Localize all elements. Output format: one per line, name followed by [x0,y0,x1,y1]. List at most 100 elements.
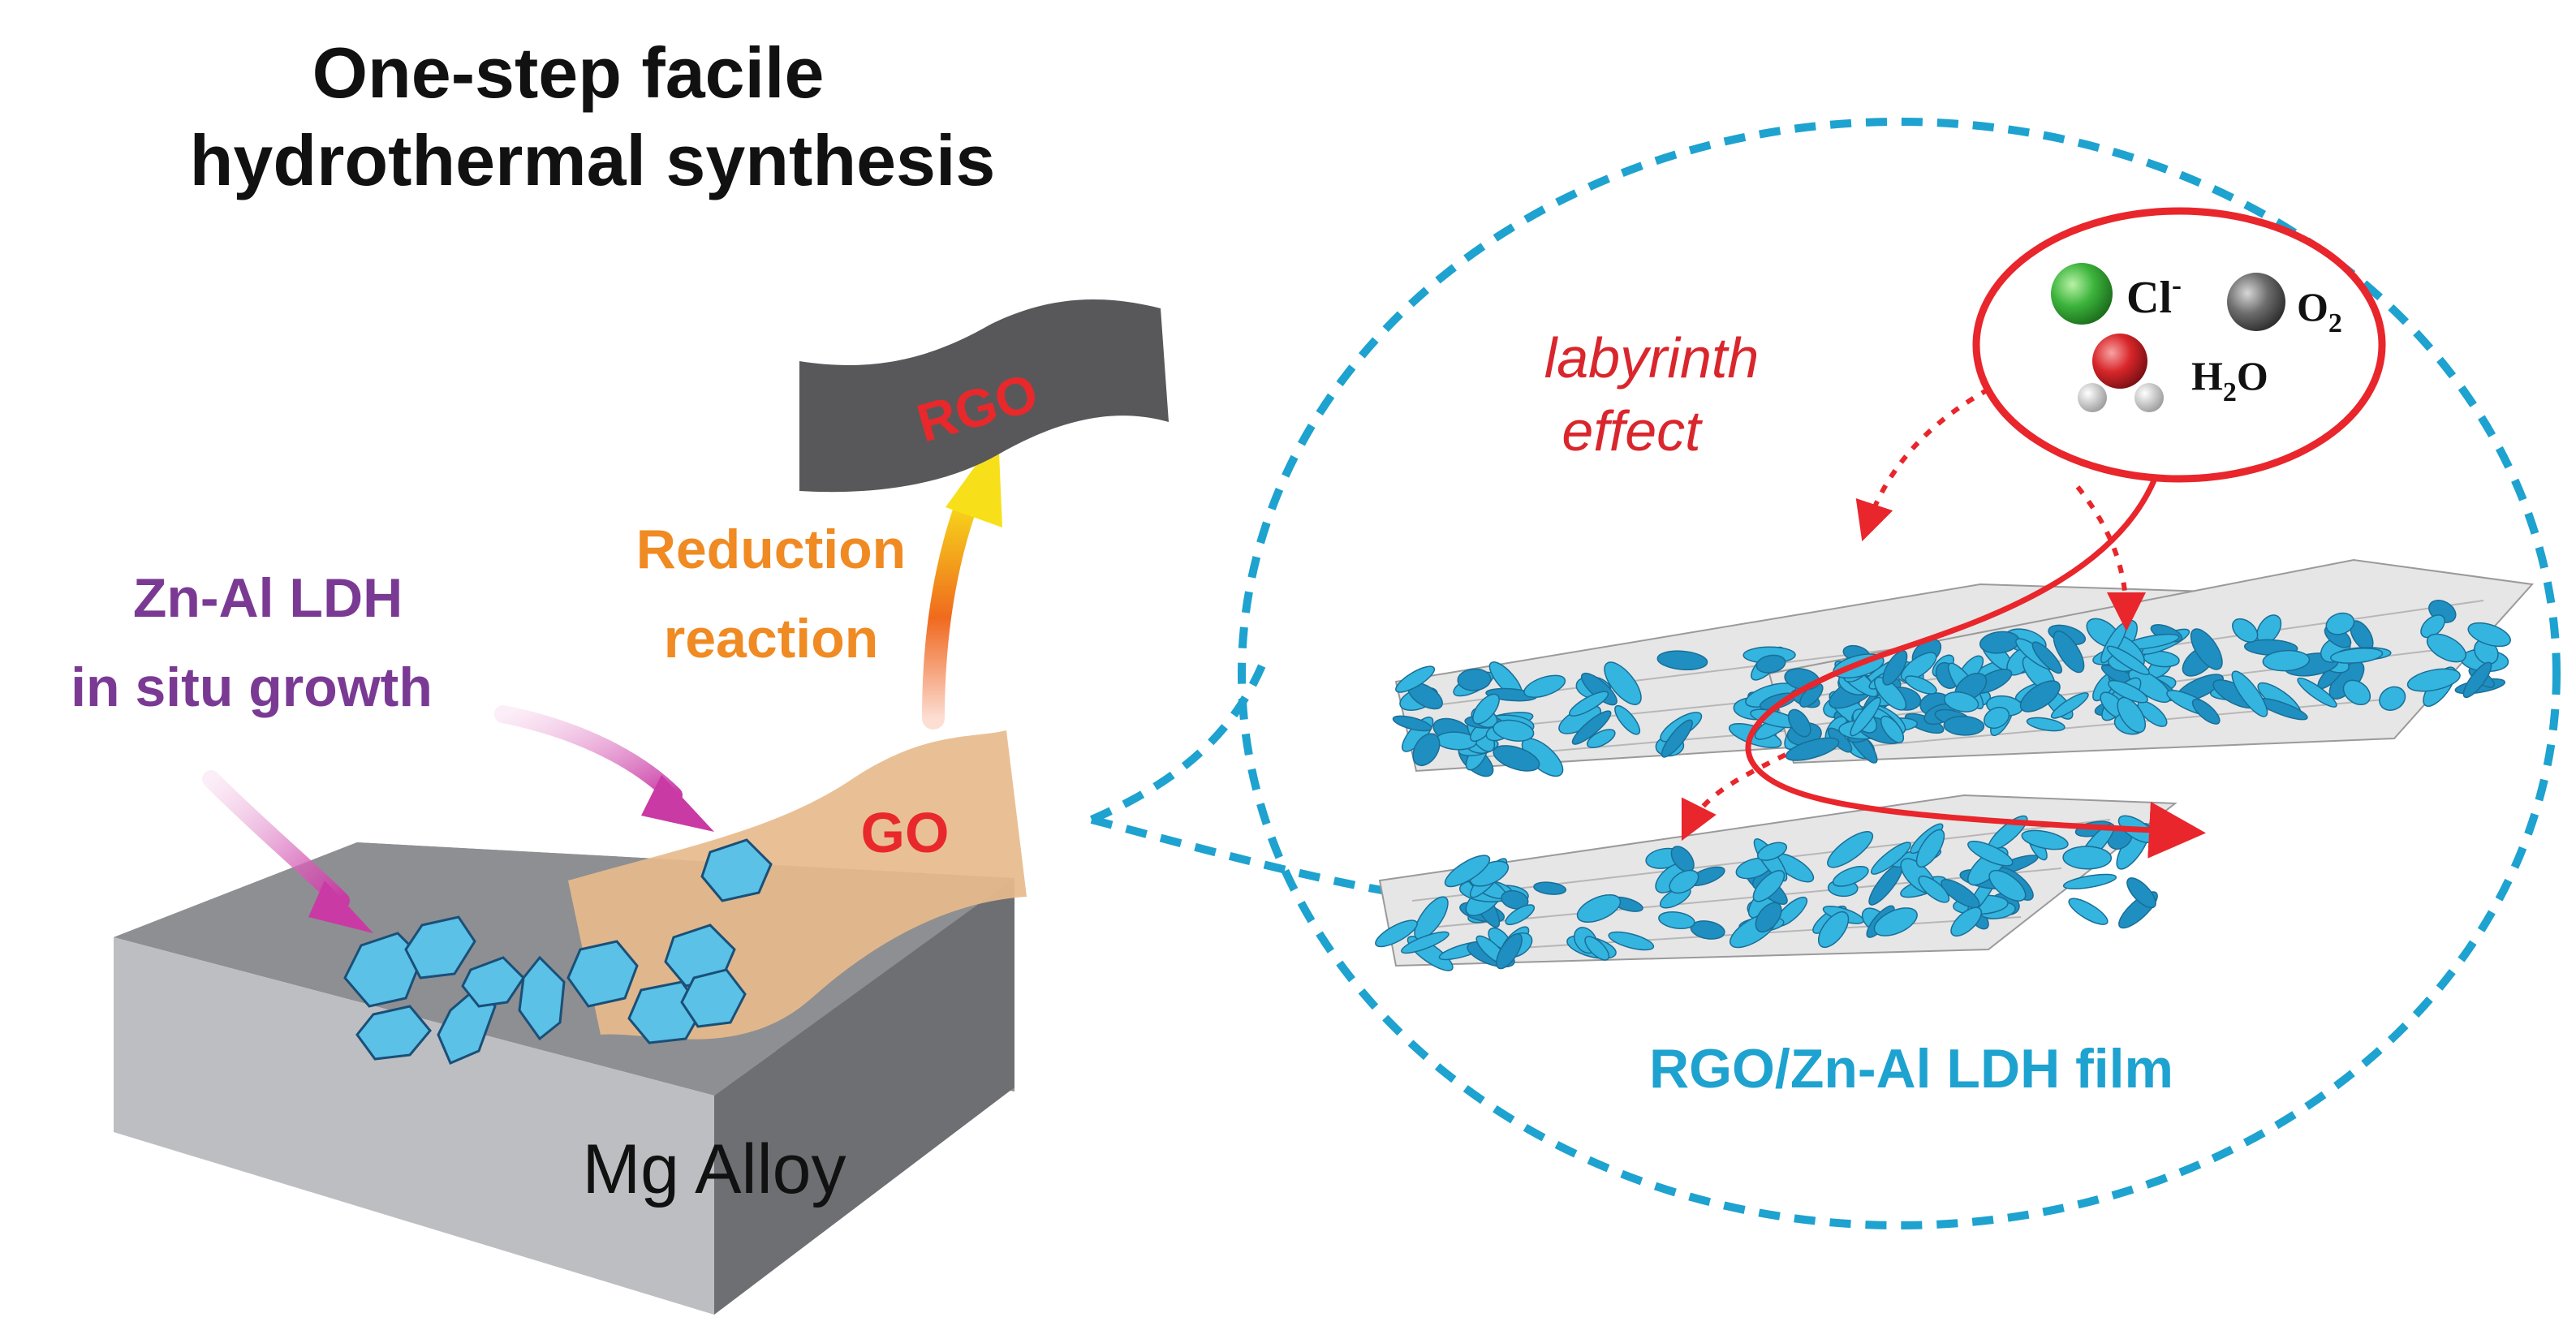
ldh-platelet [1661,719,1693,758]
ldh-platelet [2329,648,2384,664]
ldh-platelet [1604,661,1642,705]
callout-line-bottom [1090,816,1397,897]
ldh-platelet [2342,679,2371,706]
diffusion-path-dotted-3 [1681,752,1787,842]
znal-label-line-1: Zn-Al LDH [133,567,403,629]
ldh-platelet [1533,881,1567,895]
labyrinth-label-line-1: labyrinth [1544,326,1760,390]
ldh-platelet [1584,936,1610,961]
ldh-platelet [2379,686,2406,711]
crystal [404,915,476,979]
oxygen-label: O2 [2297,284,2342,338]
ldh-platelet [2106,645,2150,675]
crystal [355,1005,432,1061]
ldh-platelet [1571,710,1612,745]
zoom-circle [1238,118,2561,1229]
ldh-platelet [1756,842,1788,861]
ldh-platelet [2062,873,2117,889]
crystal [343,932,424,1008]
ldh-platelet [1576,893,1622,924]
water-label: H2O [2191,353,2268,407]
ldh-platelet [1787,708,1811,738]
labyrinth-label-line-2: effect [1562,399,1703,463]
ldh-platelet [1967,840,2014,867]
ldh-platelet [1915,829,1945,868]
ldh-platelet [1827,831,1874,868]
block-front-face [114,937,714,1315]
ldh-platelet [1943,691,1979,713]
ldh-platelet [1918,875,1950,903]
ldh-platelet [2190,628,2223,670]
ldh-platelet [1755,902,1782,933]
reduction-label-line-2: reaction [664,608,879,670]
ldh-platelet [2050,692,2089,719]
ldh-platelet [2053,630,2085,674]
ldh-platelet [2031,641,2062,674]
species-callout [1972,207,2386,483]
ldh-platelet [1880,715,1905,743]
ldh-platelet [2062,846,2113,870]
ldh-platelet [1493,719,1535,742]
ldh-platelet [1392,715,1432,732]
ldh-platelet [1414,896,1449,941]
ldh-platelet [1874,676,1907,711]
crystal [461,956,525,1008]
diffusion-path-dotted-1 [1855,371,2022,542]
ldh-platelet [1658,911,1695,929]
callout-line-top [1090,663,1266,824]
ldh-platelet [1586,729,1616,749]
ldh-platelet [1523,674,1566,699]
ldh-platelet [1988,869,2027,902]
znal-label-line-2: in situ growth [71,657,433,718]
ldh-platelet [1569,691,1609,717]
crystal [566,940,639,1008]
ldh-platelet [1950,906,1983,937]
block-side-face [714,878,1014,1315]
ldh-platelet [2462,661,2492,699]
ldh-platelet [1395,665,1436,693]
ldh-platelet [2262,649,2311,672]
ldh-platelet [1817,911,1850,949]
ldh-platelet [1457,668,1492,691]
ldh-platelet [1472,693,1500,725]
ldh-platelet [2231,670,2268,717]
ldh-platelet [1496,932,1523,970]
rgo-sheet [799,299,1169,493]
ldh-platelet [1752,870,1786,902]
ldh-platelet [1871,842,1911,875]
ldh-platelet [2232,618,2259,643]
ldh-platelet [2068,898,2109,925]
crystal [518,955,566,1041]
ldh-platelet [1943,715,1985,736]
title-line-2: hydrothermal synthesis [190,120,996,200]
ldh-platelet [1850,696,1881,737]
title-line-1: One-step facile [312,32,825,113]
ldh-platelet [1444,855,1491,888]
zoom-callout [1090,118,2561,1229]
ldh-platelet [2325,612,2355,635]
oxygen-molecule-icon [2227,273,2285,331]
ldh-platelet [2297,677,2337,708]
ldh-platelet [2426,633,2466,663]
ldh-platelet [2406,668,2461,692]
reduction-arrow-shaft [922,484,981,730]
ldh-platelet [1904,675,1937,695]
ldh-platelet [1412,733,1441,767]
ldh-platelet [1755,654,1786,674]
ldh-platelet [1375,919,1418,948]
ldh-platelet [2021,829,2069,850]
water-molecule-icon [2078,334,2164,412]
pink-arrow-right-head [641,775,714,832]
ldh-platelet [1656,650,1708,670]
ldh-platelet [1873,907,1918,936]
ldh-platelet [1501,889,1529,910]
crystal [700,838,773,902]
pink-arrow-right [494,705,683,804]
pink-arrow-left-head [308,880,373,933]
ldh-platelet [2420,614,2445,639]
chloride-label: Cl- [2126,269,2182,323]
diffusion-path-main [1745,454,2206,859]
ldh-crystals [343,838,773,1065]
ldh-platelet [1401,931,1450,954]
